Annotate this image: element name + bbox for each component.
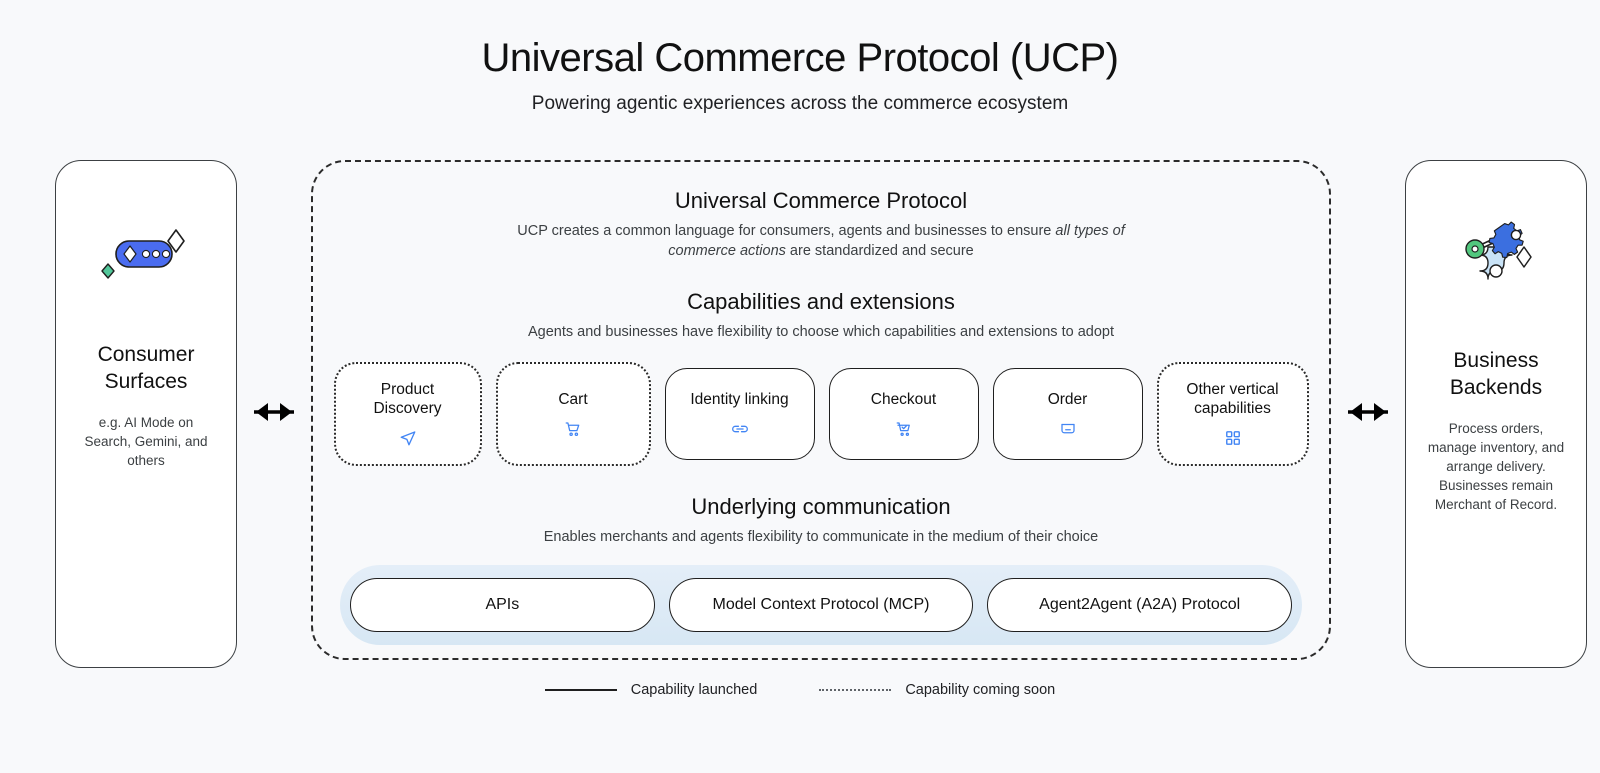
capability-card-product-discovery[interactable]: Product Discovery <box>333 362 482 466</box>
capability-card-checkout[interactable]: Checkout <box>828 368 979 460</box>
grid-apps-icon <box>1225 428 1241 448</box>
ucp-desc-after: are standardized and secure <box>785 243 974 259</box>
ucp-desc-emphasis: all types of commerce actions <box>668 223 1125 259</box>
header: Universal Commerce Protocol (UCP) Poweri… <box>0 0 1600 115</box>
basket-box-icon <box>1059 419 1077 439</box>
page-subtitle: Powering agentic experiences across the … <box>531 93 1069 114</box>
business-backends-description: Process orders, manage inventory, and ar… <box>1427 421 1565 512</box>
ucp-title: Universal Commerce Protocol <box>674 188 968 213</box>
protocol-band: APIs Model Context Protocol (MCP) Agent2… <box>340 565 1302 645</box>
legend-solid-line-icon <box>544 689 617 691</box>
right-arrow-wrap <box>1331 160 1405 668</box>
capability-card-other-vertical[interactable]: Other vertical capabilities <box>1156 362 1309 466</box>
legend: Capability launched Capability coming so… <box>0 682 1600 698</box>
chat-pill-sparkle-icon <box>98 209 194 305</box>
consumer-surfaces-card: Consumer Surfaces e.g. AI Mode on Search… <box>55 160 237 668</box>
consumer-surfaces-description: e.g. AI Mode on Search, Gemini, and othe… <box>84 415 208 468</box>
ucp-desc-before: UCP creates a common language for consum… <box>517 223 1056 239</box>
legend-label: Capability coming soon <box>905 682 1056 698</box>
capability-label: Checkout <box>870 390 937 408</box>
consumer-surfaces-title: Consumer Surfaces <box>97 343 195 393</box>
communication-title: Underlying communication <box>691 494 951 519</box>
capability-cards-row: Product Discovery Cart <box>333 362 1309 466</box>
communication-description: Enables merchants and agents flexibility… <box>543 529 1099 545</box>
capability-label: Product Discovery <box>373 381 442 417</box>
double-headed-arrow-icon <box>246 395 302 434</box>
ucp-description: UCP creates a common language for consum… <box>491 221 1151 261</box>
capabilities-description: Agents and businesses have flexibility t… <box>527 324 1114 340</box>
capability-card-cart[interactable]: Cart <box>495 362 651 466</box>
gear-settings-sparkle-icon <box>1448 209 1544 305</box>
legend-item-launched: Capability launched <box>544 682 758 698</box>
capability-label: Other vertical capabilities <box>1186 381 1279 417</box>
protocol-pill-mcp[interactable]: Model Context Protocol (MCP) <box>668 578 974 632</box>
capability-label: Order <box>1047 390 1088 408</box>
protocol-pill-a2a[interactable]: Agent2Agent (A2A) Protocol <box>987 578 1293 632</box>
business-backends-title: Business Backends <box>1449 349 1543 399</box>
shopping-cart-icon <box>564 419 582 439</box>
capabilities-title: Capabilities and extensions <box>687 289 955 314</box>
capabilities-section: Capabilities and extensions Agents and b… <box>528 289 1114 342</box>
legend-item-coming-soon: Capability coming soon <box>819 682 1055 698</box>
cart-check-icon <box>895 419 913 439</box>
business-backends-card: Business Backends Process orders, manage… <box>1405 160 1587 668</box>
protocol-pill-apis[interactable]: APIs <box>350 578 655 632</box>
capability-card-order[interactable]: Order <box>992 368 1143 460</box>
capability-card-identity-linking[interactable]: Identity linking <box>664 368 815 460</box>
legend-label: Capability launched <box>630 682 758 698</box>
page-title: Universal Commerce Protocol (UCP) <box>481 36 1119 80</box>
send-arrow-icon <box>399 428 417 448</box>
left-arrow-wrap <box>237 160 311 668</box>
legend-dotted-line-icon <box>819 689 892 691</box>
double-headed-arrow-icon <box>1340 395 1396 434</box>
communication-section: Underlying communication Enables merchan… <box>544 494 1099 547</box>
main-layout: Consumer Surfaces e.g. AI Mode on Search… <box>0 160 1600 670</box>
link-icon <box>730 419 750 439</box>
ucp-panel: Universal Commerce Protocol UCP creates … <box>311 160 1331 660</box>
capability-label: Identity linking <box>690 390 789 408</box>
capability-label: Cart <box>558 390 588 408</box>
